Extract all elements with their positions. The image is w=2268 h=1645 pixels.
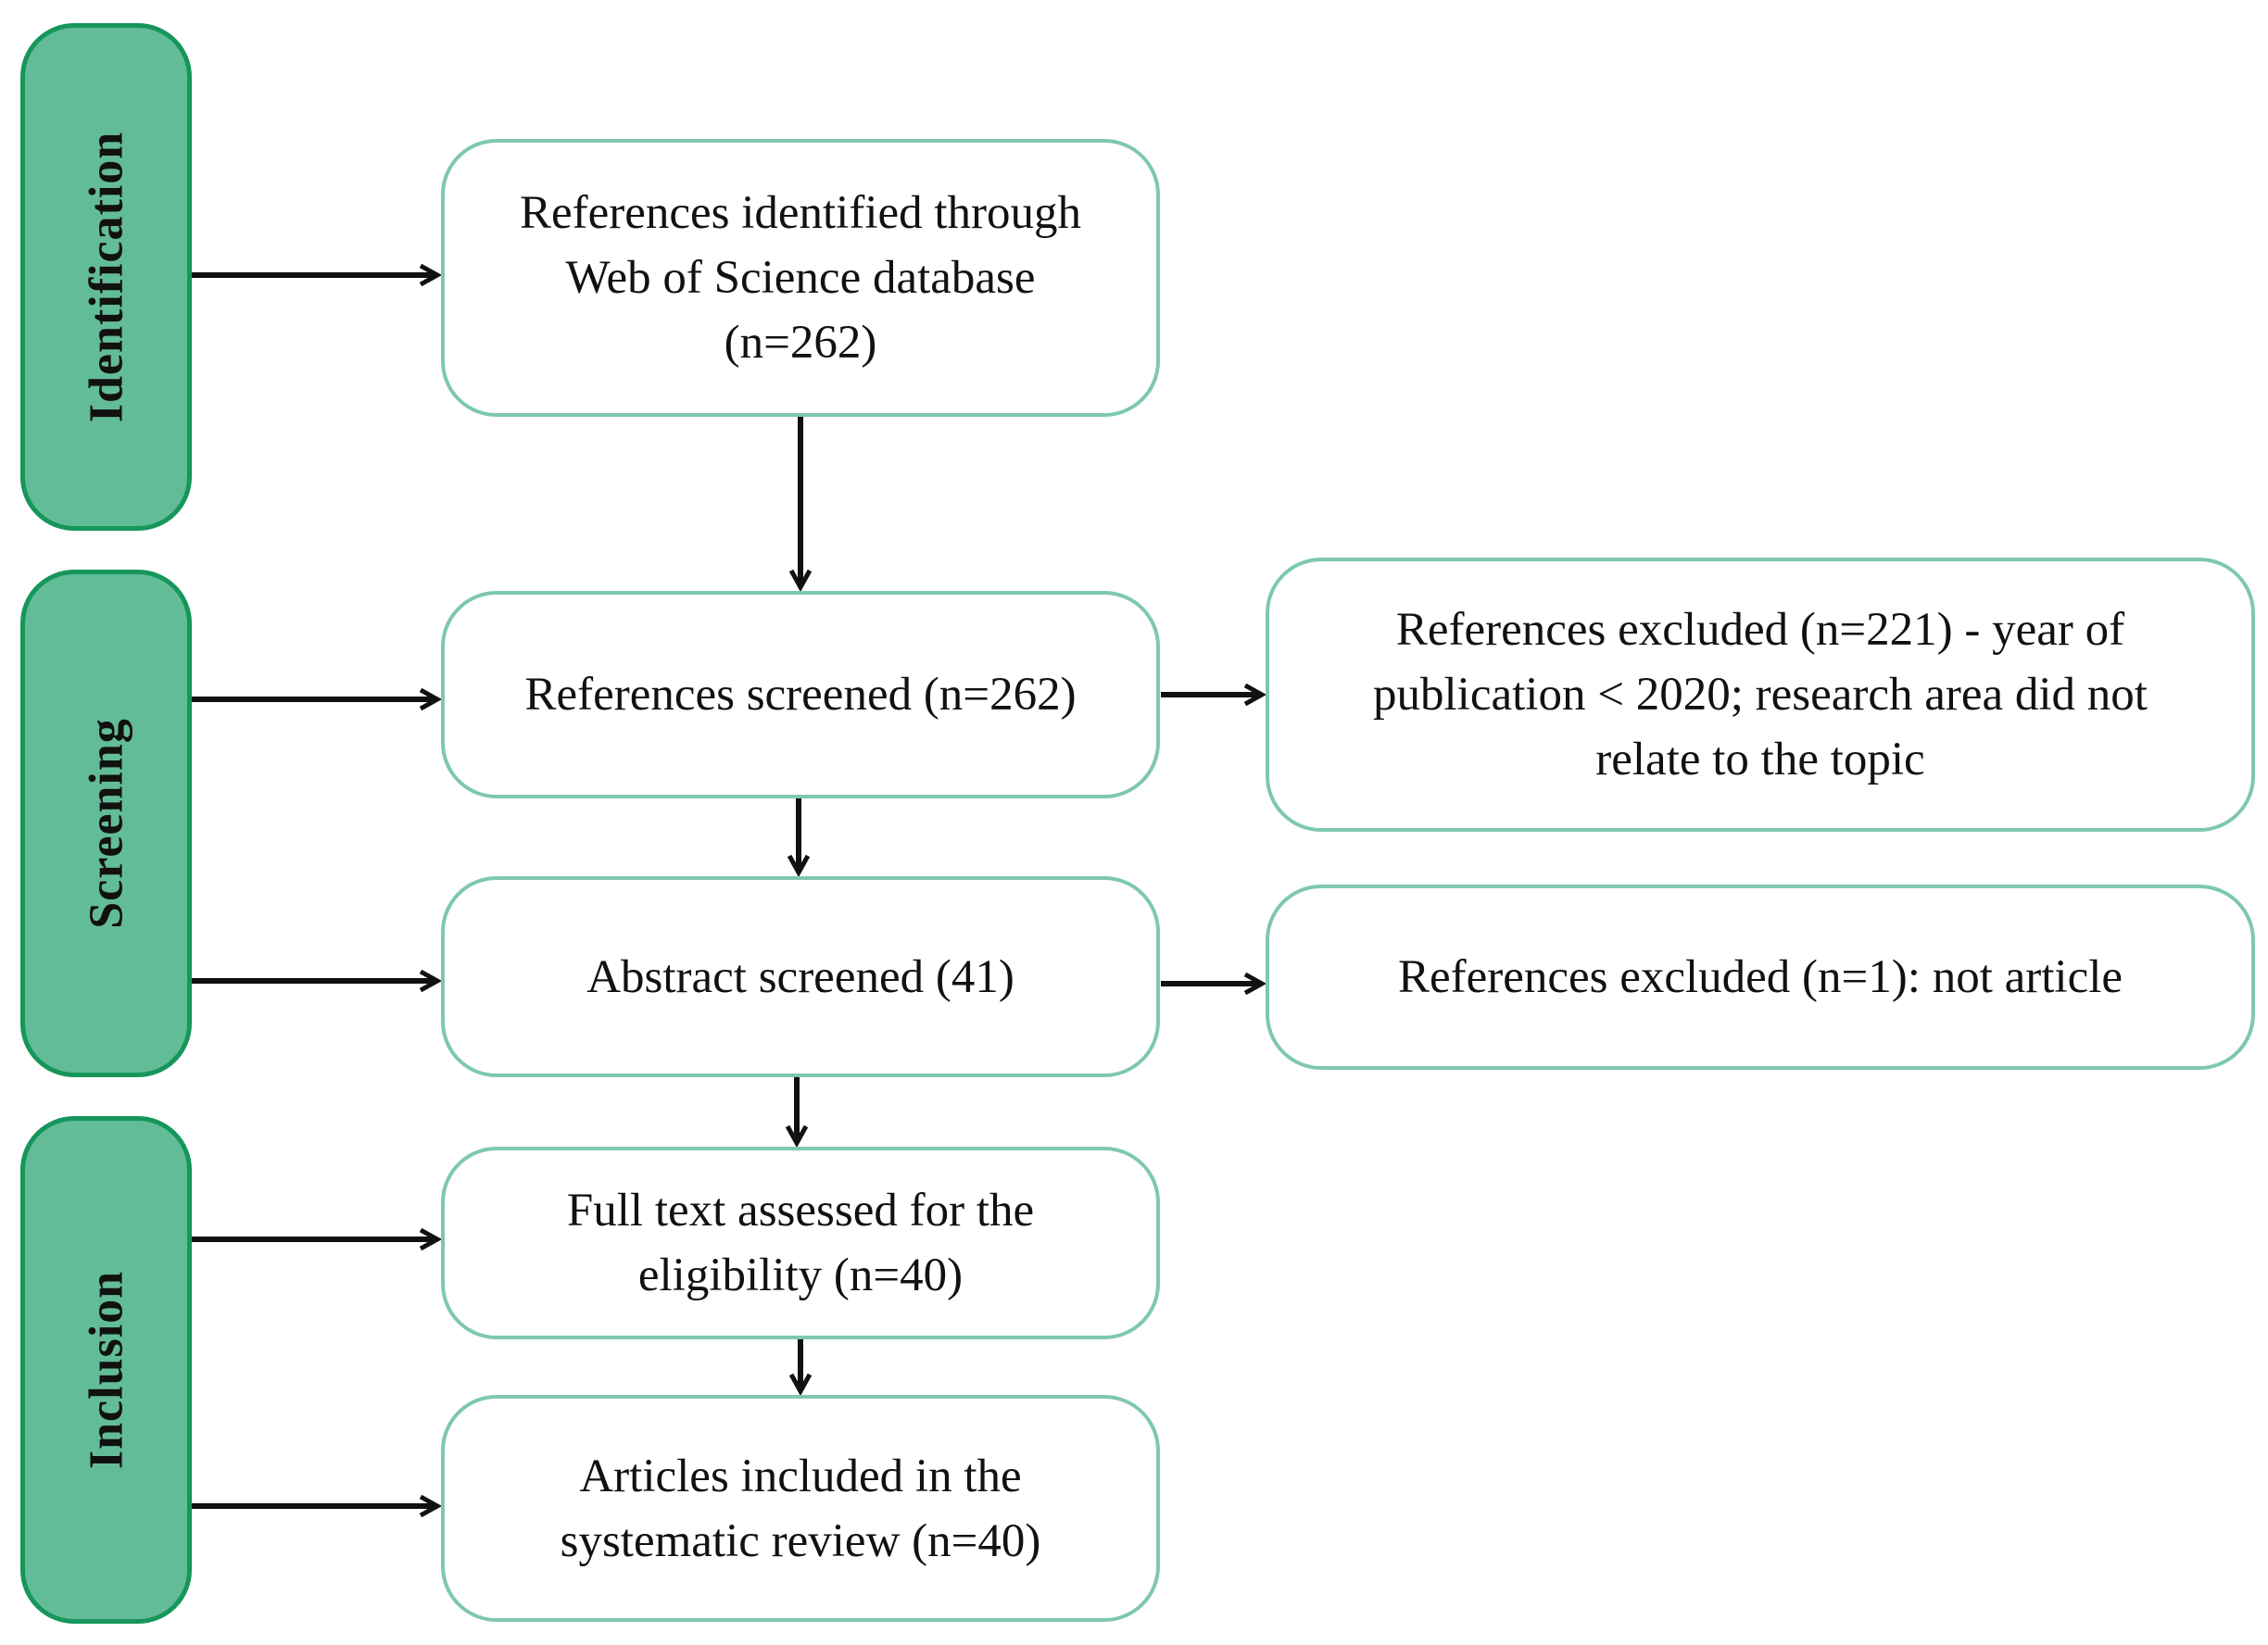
box-abstract-screened-text: Abstract screened (41): [586, 950, 1014, 1003]
box-articles-included-text: Articles included in the systematic revi…: [560, 1450, 1041, 1567]
box-abstract-screened: Abstract screened (41): [441, 876, 1160, 1077]
box-references-screened: References screened (n=262): [441, 591, 1160, 798]
box-full-text-assessed: Full text assessed for the eligibility (…: [441, 1147, 1160, 1339]
box-references-screened-text: References screened (n=262): [524, 669, 1077, 721]
phase-screening: Screening: [20, 570, 192, 1077]
box-references-identified-text: References identified through Web of Sci…: [519, 187, 1082, 369]
box-references-identified: References identified through Web of Sci…: [441, 139, 1160, 417]
box-full-text-assessed-text: Full text assessed for the eligibility (…: [566, 1185, 1035, 1301]
box-references-excluded-not-article: References excluded (n=1): not article: [1266, 885, 2255, 1070]
phase-screening-label: Screening: [80, 718, 132, 929]
phase-inclusion: Inclusion: [20, 1116, 192, 1624]
box-references-excluded-year: References excluded (n=221) - year of pu…: [1266, 558, 2255, 832]
box-references-excluded-year-text: References excluded (n=221) - year of pu…: [1373, 604, 2148, 785]
phase-identification: Identification: [20, 23, 192, 531]
box-references-excluded-not-article-text: References excluded (n=1): not article: [1397, 951, 2123, 1003]
phase-inclusion-label: Inclusion: [80, 1270, 132, 1470]
box-articles-included: Articles included in the systematic revi…: [441, 1395, 1160, 1622]
phase-identification-label: Identification: [80, 131, 132, 423]
